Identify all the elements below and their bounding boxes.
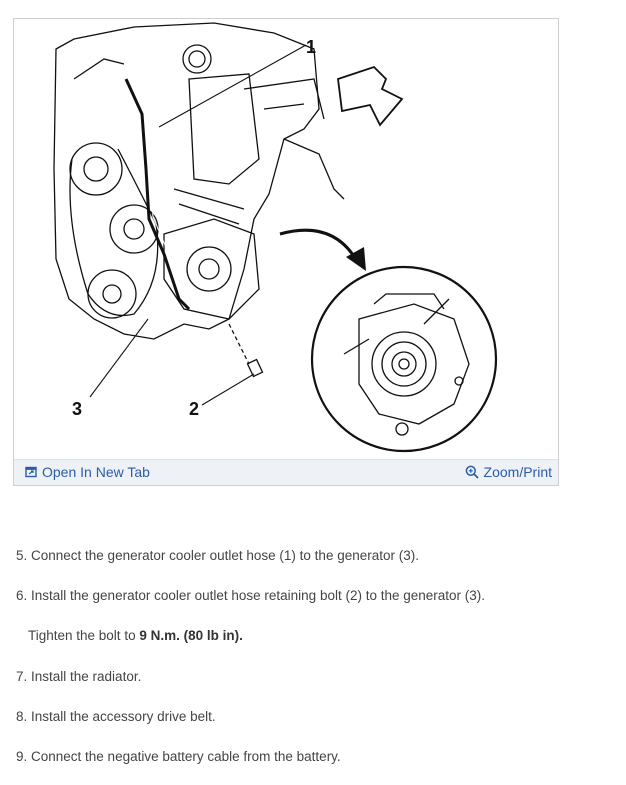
figure-toolbar: Open In New Tab Zoom/Print [14,459,558,485]
zoom-in-icon [465,465,479,479]
diagram-figure: 1 3 2 [13,18,559,486]
open-new-tab-icon [25,466,37,478]
torque-spec: Tighten the bolt to 9 N.m. (80 lb in). [28,628,243,643]
engine-generator-diagram: 1 3 2 [53,22,498,453]
step-8: 8. Install the accessory drive belt. [16,709,216,724]
zoom-print-link[interactable]: Zoom/Print [465,464,552,480]
callout-2: 2 [189,399,199,419]
step-6: 6. Install the generator cooler outlet h… [16,588,486,603]
step-7: 7. Install the radiator. [16,669,142,684]
callout-1: 1 [306,37,316,57]
open-new-tab-label: Open In New Tab [42,464,150,480]
zoom-print-label: Zoom/Print [483,464,552,480]
open-new-tab-link[interactable]: Open In New Tab [25,464,150,480]
torque-spec-prefix: Tighten the bolt to [28,628,140,643]
callout-3: 3 [72,399,82,419]
torque-spec-value: 9 N.m. (80 lb in). [139,628,243,643]
step-5: 5. Connect the generator cooler outlet h… [16,548,419,563]
step-9: 9. Connect the negative battery cable fr… [16,749,341,764]
